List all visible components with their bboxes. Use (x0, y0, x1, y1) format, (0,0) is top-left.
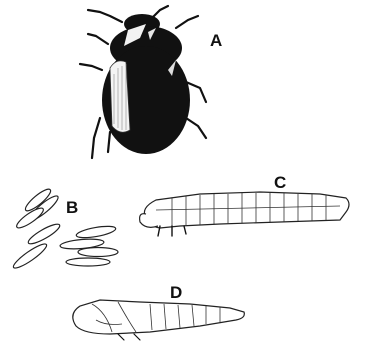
label-pupa: D (170, 283, 182, 302)
pupa-illustration (73, 300, 245, 340)
larva-illustration (140, 192, 349, 236)
label-larva: C (274, 173, 286, 192)
adult-beetle-illustration (80, 6, 206, 158)
label-eggs: B (66, 198, 78, 217)
eggs-illustration (11, 186, 118, 271)
label-adult: A (210, 31, 222, 50)
